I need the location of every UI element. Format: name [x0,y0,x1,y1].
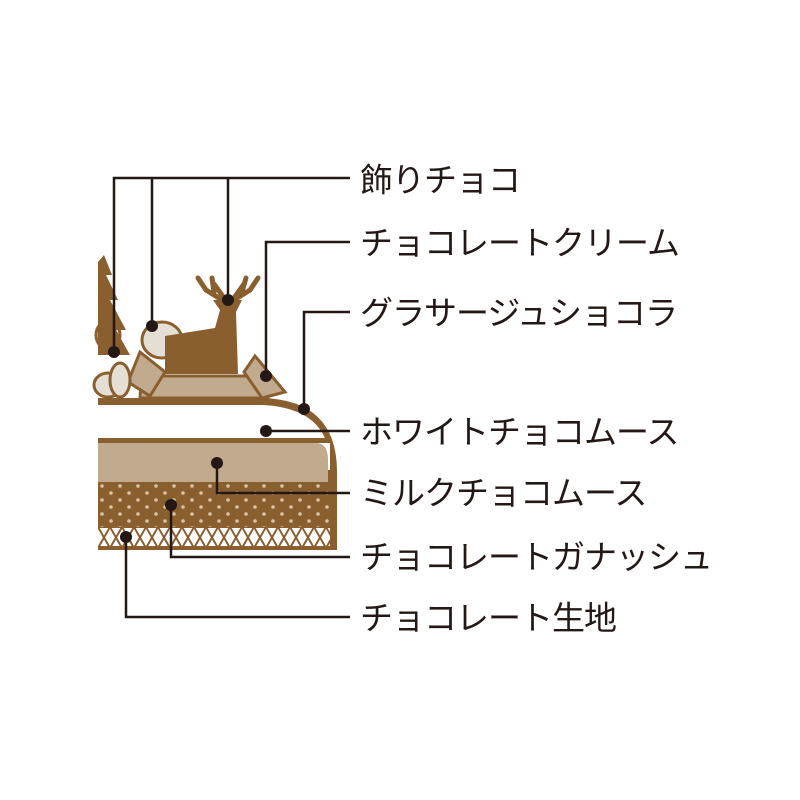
tree-decoration [98,255,130,355]
leader-dots [108,294,310,543]
label-white-chocolate-mousse: ホワイトチョコムース [360,412,679,452]
deer-decoration [165,275,261,374]
label-glacage-chocolat: グラサージュショコラ [360,293,678,333]
label-chocolate-cream: チョコレートクリーム [360,223,680,263]
label-chocolate-ganache: チョコレートガナッシュ [360,537,713,577]
ganache [98,482,330,527]
sponge [98,528,330,546]
white-mousse-divider [98,438,330,443]
label-milk-chocolate-mousse: ミルクチョコムース [360,473,647,513]
leader-lines [112,176,350,619]
label-chocolate-sponge: チョコレート生地 [360,598,617,638]
label-decoration-chocolate: 飾りチョコ [360,160,521,200]
